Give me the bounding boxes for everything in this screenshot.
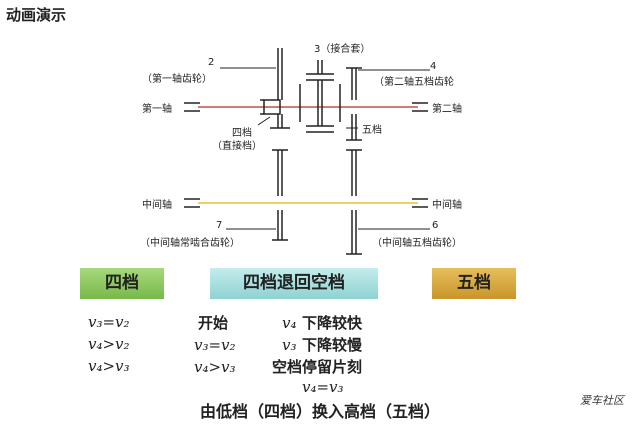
watermark: 爱车社区 [580,394,624,407]
v4-prefix: v₄ [282,314,297,332]
final-eq: v₄=v₃ [302,378,344,396]
mid-eq-2: v₄>v₃ [194,358,236,376]
v4-drops-fast: 下降较快 [302,314,363,332]
left-eq-3: v₄>v₃ [88,357,130,375]
gear7-number: 7 [216,220,223,231]
gear6-number: 6 [432,220,439,231]
gear4-label: （第二轴五档齿轮 [374,77,454,88]
left-eq-2: v₄>v₂ [88,335,130,353]
box-fourth: 四档 [80,268,164,299]
fourth-direct-label: （直接档） [212,141,262,152]
fourth-gear-label: 四档 [232,128,252,139]
sleeve3-label: 3（接合套） [314,44,371,55]
box-fifth: 五档 [432,268,516,299]
start-label: 开始 [198,314,229,332]
neutral-pause: 空档停留片刻 [272,358,363,376]
leader-fourth [257,116,271,126]
gear-7 [272,149,288,241]
page-title: 动画演示 [6,6,67,24]
shaft1-label: 第一轴 [142,104,172,115]
gear-2 [260,48,290,129]
bearing-right-mid [412,198,428,208]
gear2-number: 2 [208,57,215,68]
fifth-gear-label: 五档 [362,125,382,136]
bearing-left-top [184,102,200,112]
bearing-right-top [412,102,428,112]
bottom-caption: 由低档（四档）换入高档（五档） [199,402,440,421]
v3-drops-slow: 下降较慢 [302,336,363,354]
gear4-number: 4 [430,61,437,72]
gear7-label: （中间轴常啮合齿轮） [140,238,240,249]
gear-4 [346,67,362,141]
countershaft-label-left: 中间轴 [142,200,172,211]
countershaft-label-right: 中间轴 [432,200,462,211]
v3-prefix: v₃ [282,336,297,354]
mid-eq-1: v₃=v₂ [194,336,236,354]
gear2-label: （第一轴齿轮） [142,74,212,85]
box-neutral: 四档退回空档 [210,268,378,299]
gear-6 [346,149,362,255]
bearing-left-mid [184,198,200,208]
shaft2-label: 第二轴 [432,104,462,115]
gear6-label: （中间轴五档齿轮） [372,238,462,249]
left-eq-1: v₃=v₂ [88,313,130,331]
sleeve-3 [299,60,341,133]
